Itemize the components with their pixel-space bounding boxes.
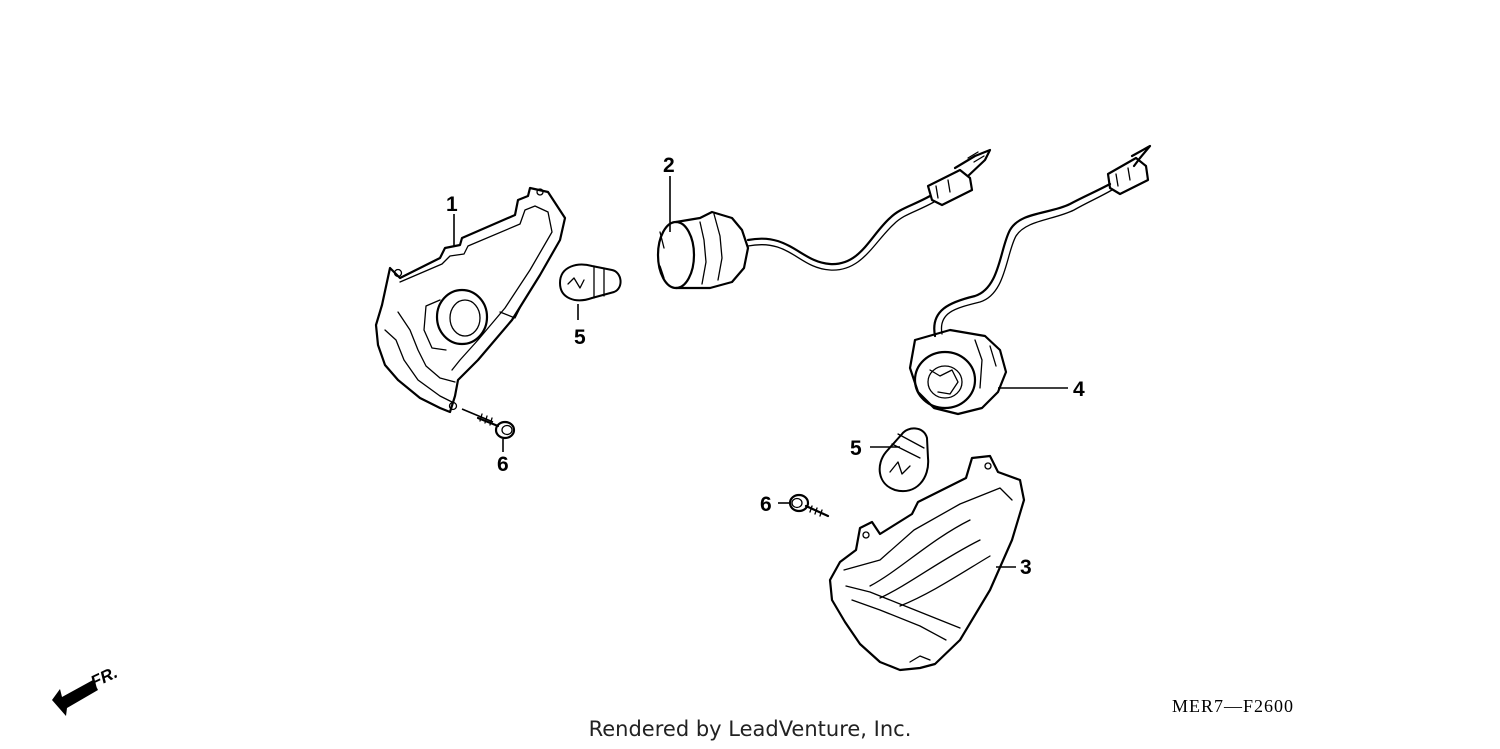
callout-4: 4 — [1073, 378, 1085, 401]
part-4-socket-harness[interactable] — [908, 144, 1152, 416]
part-3-winker-lens[interactable] — [828, 454, 1026, 672]
callout-5-lower: 5 — [850, 437, 862, 460]
callout-1: 1 — [446, 193, 458, 216]
callout-5-upper: 5 — [574, 326, 586, 349]
arrow-icon — [52, 680, 98, 716]
diagram-code: MER7—F2600 — [1172, 696, 1295, 716]
callout-6-upper: 6 — [497, 453, 509, 476]
part-1-winker-housing[interactable] — [374, 186, 567, 414]
part-2-socket-harness[interactable] — [656, 148, 992, 290]
callout-3: 3 — [1020, 556, 1032, 579]
part-5-bulb-upper[interactable] — [558, 263, 622, 320]
callout-6-lower: 6 — [760, 493, 772, 516]
part-6-screw-upper[interactable] — [461, 408, 516, 452]
front-direction-arrow: FR. — [52, 663, 121, 716]
callout-2: 2 — [663, 154, 675, 177]
credit-line: Rendered by LeadVenture, Inc. — [588, 717, 912, 741]
part-5-bulb-lower[interactable] — [870, 427, 930, 493]
part-6-screw-lower[interactable] — [778, 493, 830, 518]
